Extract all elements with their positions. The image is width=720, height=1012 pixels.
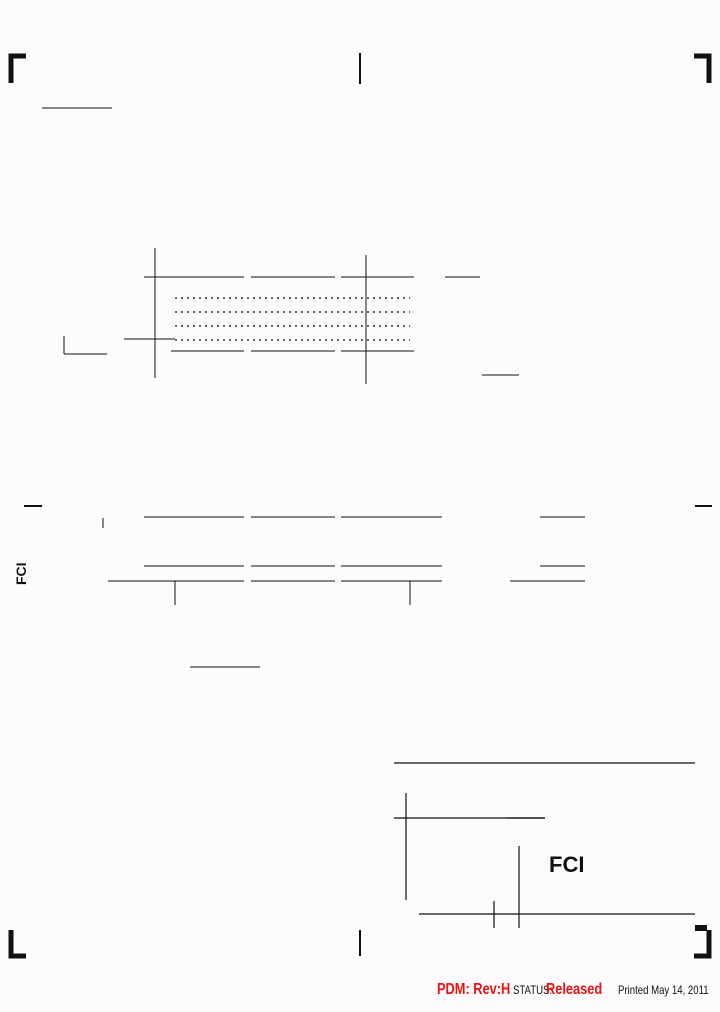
- fci-logo: FCI: [549, 852, 585, 877]
- status-value: Released: [546, 981, 603, 998]
- corner-mark: [8, 53, 26, 83]
- corner-mark: [694, 53, 712, 83]
- printed-date: Printed May 14, 2011: [618, 983, 709, 997]
- corner-mark: [8, 930, 26, 959]
- pdm-revision: PDM: Rev:H: [437, 981, 511, 998]
- status-label: STATUS:: [513, 983, 553, 997]
- corner-mark: [694, 930, 712, 959]
- status-bar: PDM: Rev:H STATUS: Released Printed May …: [437, 981, 720, 1005]
- fci-logo-vertical: FCI: [13, 562, 29, 585]
